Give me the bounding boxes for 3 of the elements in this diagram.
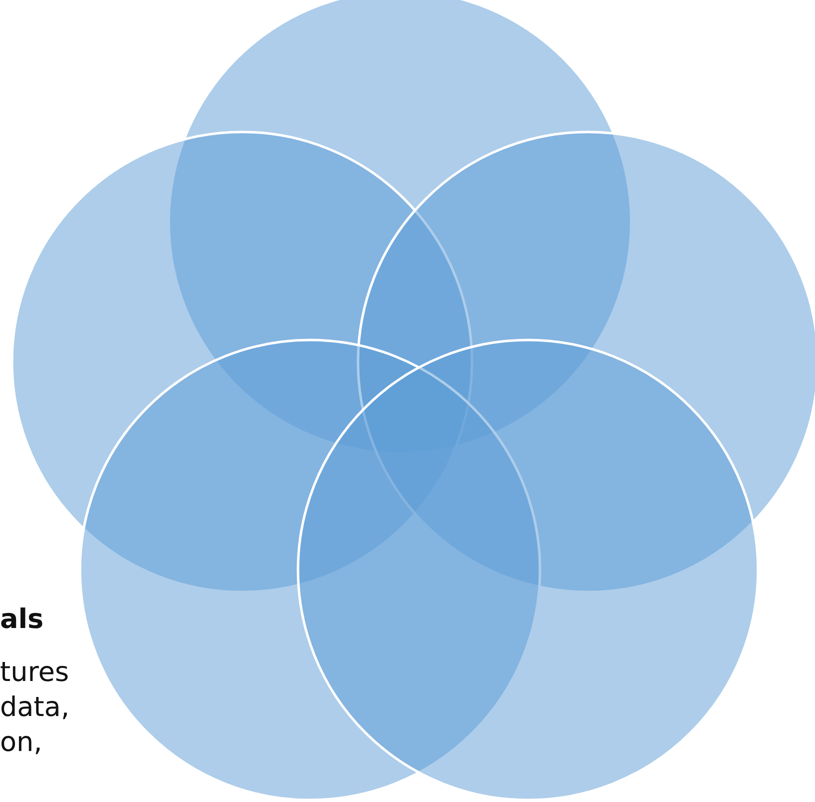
body-text: tures data, on,: [0, 656, 70, 760]
heading: als: [0, 603, 45, 637]
circle: [296, 338, 760, 802]
